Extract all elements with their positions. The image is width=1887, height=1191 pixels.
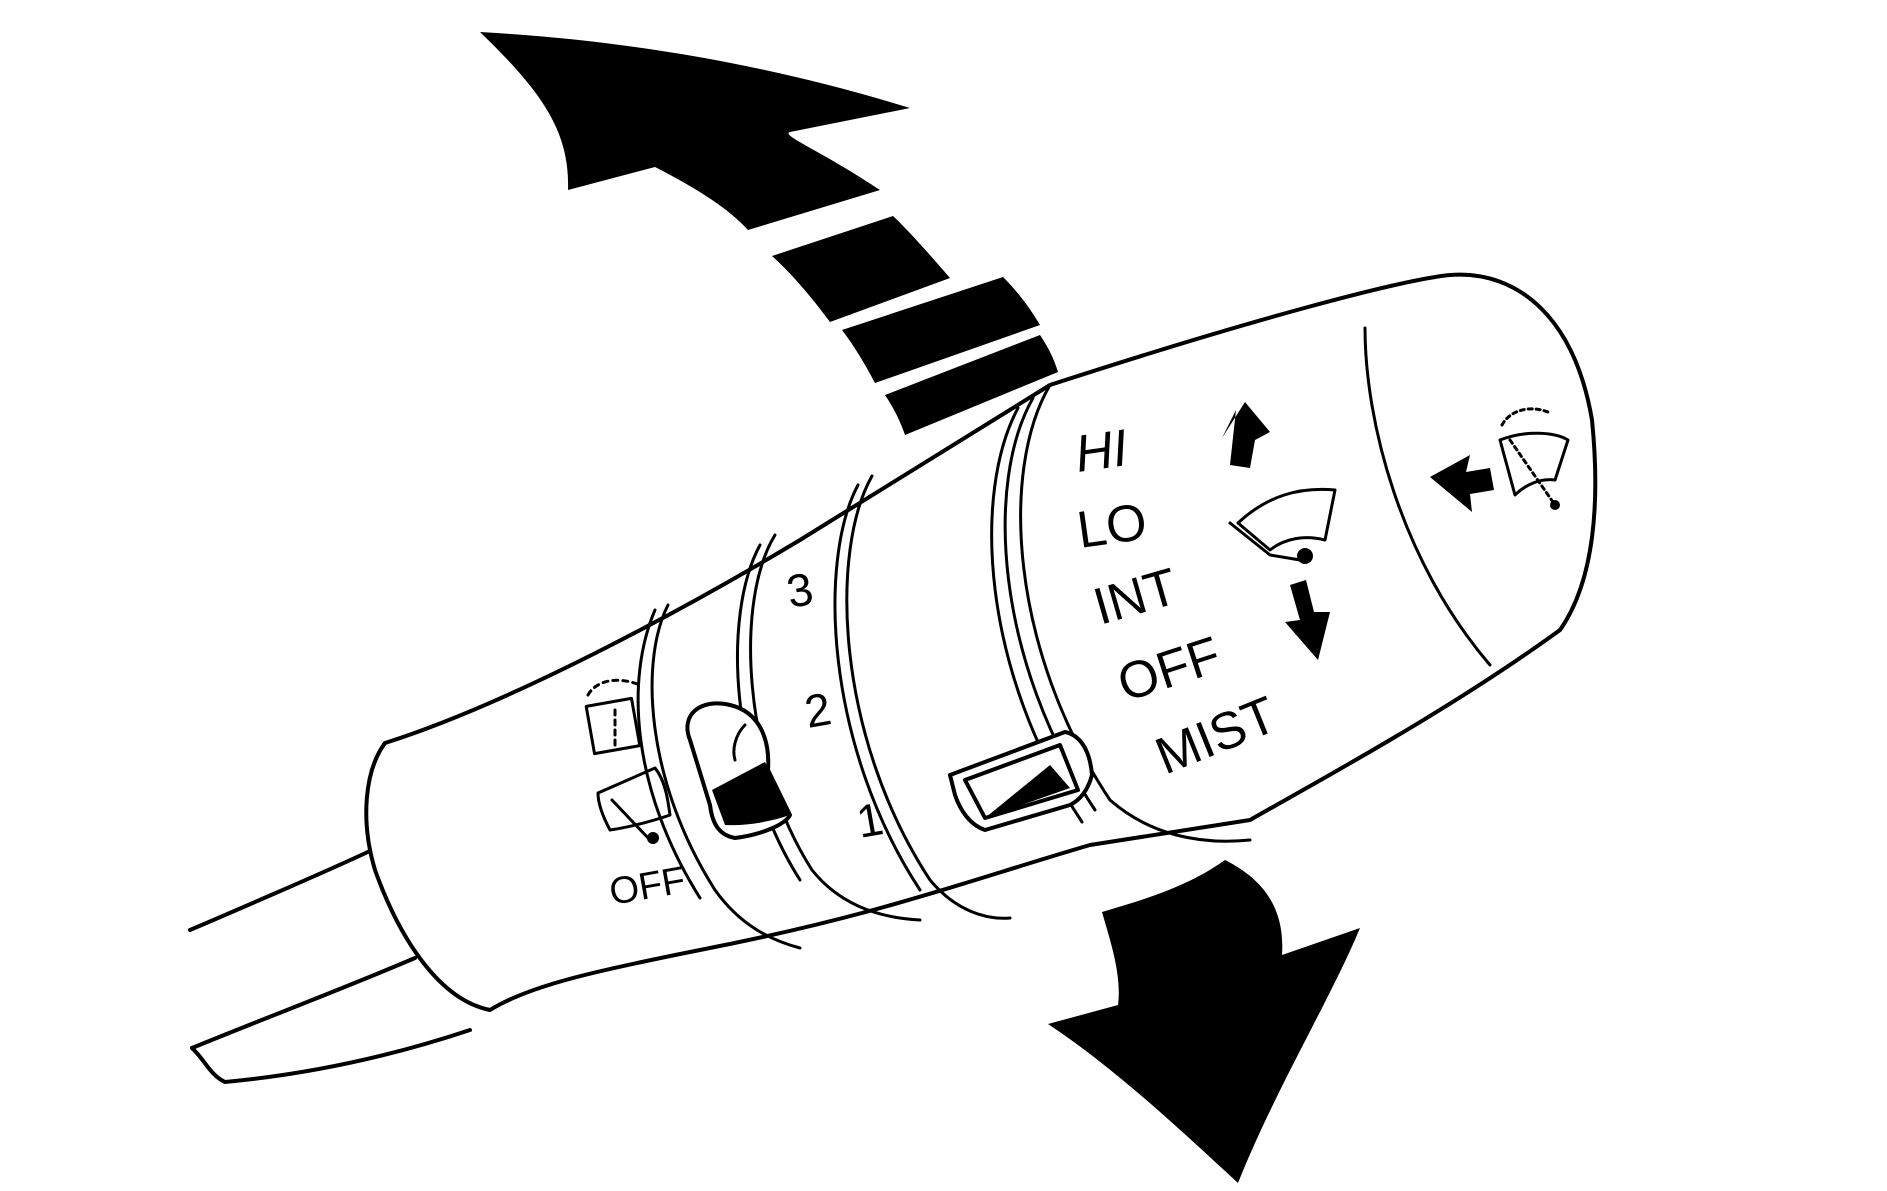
rear-washer-icon: [584, 678, 642, 756]
stalk-shaft: [188, 848, 472, 1084]
wiper-arc-icon: [1228, 487, 1337, 564]
rotate-down-arrow-icon: [1048, 860, 1360, 1183]
washer-spray-icon: [1498, 407, 1570, 510]
arrow-up-icon: [1222, 402, 1270, 468]
arrow-down-icon: [1285, 580, 1330, 660]
mode-label-lo: LO: [1074, 493, 1151, 560]
rear-wiper-icon: [596, 766, 672, 844]
rear-wiper-knob[interactable]: [685, 701, 792, 840]
rotate-up-arrow-icon: [480, 32, 1058, 435]
mode-label-hi: HI: [1072, 419, 1132, 484]
stalk-body: [364, 272, 1598, 1012]
arrow-left-icon: [1430, 455, 1494, 512]
speed-indicator-window: [948, 730, 1094, 832]
